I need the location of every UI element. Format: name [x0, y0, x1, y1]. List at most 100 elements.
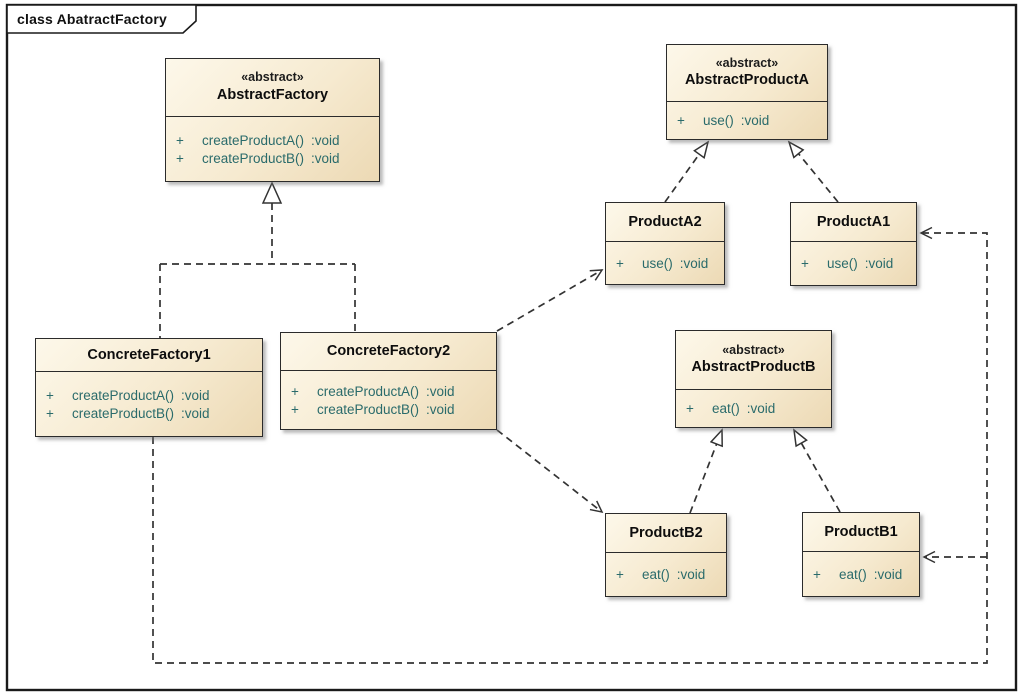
- class-header: ConcreteFactory2: [281, 333, 496, 371]
- operation-signature: createProductA(): [202, 132, 305, 148]
- visibility-symbol: +: [677, 113, 685, 128]
- operation-row: +createProductA():void: [172, 133, 373, 148]
- class-box-abstractproducta[interactable]: «abstract» AbstractProductA + use() :void: [666, 44, 828, 140]
- class-operations: + eat() :void: [803, 552, 919, 596]
- class-box-abstractproductb[interactable]: «abstract» AbstractProductB + eat() :void: [675, 330, 832, 428]
- operation-return: :void: [426, 401, 455, 417]
- class-name: ProductB2: [629, 524, 703, 541]
- realization-concretefactories-abstractfactory[interactable]: [159, 181, 356, 338]
- operation-row: + createProductB() :void: [287, 402, 490, 417]
- realization-producta1-abstractproducta[interactable]: [789, 142, 839, 203]
- class-operations: + createProductA() :void + createProductB()…: [166, 117, 379, 181]
- frame-title: class AbatractFactory: [17, 11, 167, 27]
- class-operations: + use() :void: [791, 242, 916, 285]
- operation-signature: createProductA(): [72, 387, 175, 403]
- operation-signature: createProductB(): [317, 401, 420, 417]
- class-name: AbstractProductB: [691, 359, 816, 376]
- class-box-producta2[interactable]: ProductA2 + use() :void: [605, 202, 725, 285]
- frame-title-tab-shape: [6, 4, 197, 34]
- realization-productb2-abstractproductb[interactable]: [689, 430, 722, 514]
- visibility-symbol: +: [46, 405, 54, 421]
- operation-return: :void: [181, 405, 210, 421]
- class-operations: + use() :void: [667, 102, 827, 139]
- operation-signature: createProductB(): [202, 150, 305, 166]
- dependency-concretefactory2-producta2[interactable]: [496, 269, 604, 332]
- class-header: ProductA2: [606, 203, 724, 242]
- operation-signature: createProductB(): [72, 405, 175, 421]
- class-header: ProductA1: [791, 203, 916, 242]
- hollow-triangle-arrowhead: [261, 181, 283, 204]
- dependency-concretefactory1-producta1[interactable]: [152, 226, 988, 664]
- class-name: ProductA2: [628, 213, 702, 230]
- operation-signature: use(): [827, 256, 858, 271]
- class-box-productb1[interactable]: ProductB1 + eat() :void: [802, 512, 920, 597]
- class-header: ProductB2: [606, 514, 726, 553]
- class-box-abstractfactory[interactable]: «abstract» AbstractFactory + createProduc…: [165, 58, 380, 182]
- operation-return: :void: [746, 401, 776, 416]
- operation-row: + createProductB() :void: [172, 151, 373, 166]
- class-name: ProductB1: [824, 523, 898, 540]
- operation-row: + use() :void: [612, 256, 718, 271]
- class-name: AbstractProductA: [684, 72, 810, 89]
- operation-signature: use(): [642, 255, 673, 271]
- class-box-productb2[interactable]: ProductB2 + eat() :void: [605, 513, 727, 597]
- class-header: ConcreteFactory1: [36, 339, 262, 372]
- class-operations: + createProductA() :void + createProductB()…: [36, 372, 262, 436]
- operation-signature: use(): [703, 113, 734, 128]
- operation-return: :void: [740, 113, 770, 128]
- operation-row: + createProductB() :void: [42, 406, 256, 421]
- operation-row: + eat() :void: [612, 567, 720, 582]
- class-box-producta1[interactable]: ProductA1 + use() :void: [790, 202, 917, 286]
- stereotype-label: «abstract»: [722, 342, 785, 357]
- operation-signature: eat(): [839, 566, 867, 582]
- operation-signature: createProductA(): [317, 383, 420, 399]
- operation-return: :void: [311, 150, 340, 166]
- operation-return: :void: [181, 387, 210, 403]
- visibility-symbol: +: [616, 255, 624, 271]
- visibility-symbol: +: [801, 256, 809, 271]
- class-operations: + eat() :void: [606, 553, 726, 596]
- diagram-frame-border: [5, 3, 1018, 692]
- visibility-symbol: +: [686, 401, 694, 416]
- class-name: AbstractFactory: [216, 86, 329, 103]
- class-box-concretefactory2[interactable]: ConcreteFactory2 + createProductA() :void …: [280, 332, 497, 430]
- operation-row: + createProductA() :void: [42, 388, 256, 403]
- dependency-concretefactory2-productb2[interactable]: [496, 429, 604, 514]
- class-operations: + createProductA() :void + createProductB()…: [281, 371, 496, 429]
- operation-return: :void: [864, 256, 894, 271]
- class-name: ConcreteFactory1: [87, 346, 211, 363]
- stereotype-label: «abstract»: [241, 70, 304, 85]
- operation-signature: eat(): [642, 567, 670, 582]
- class-operations: + eat() :void: [676, 390, 831, 427]
- operation-return: :void: [311, 132, 340, 148]
- operation-row: + eat() :void: [809, 567, 913, 582]
- visibility-symbol: +: [291, 383, 299, 399]
- visibility-symbol: +: [46, 387, 54, 403]
- operation-row: + use() :void: [673, 113, 821, 128]
- class-name: ConcreteFactory2: [326, 343, 451, 360]
- class-header: ProductB1: [803, 513, 919, 552]
- operation-signature: eat(): [712, 401, 740, 416]
- class-name: ProductA1: [816, 213, 891, 230]
- visibility-symbol: +: [616, 567, 624, 582]
- visibility-symbol: +: [813, 566, 821, 582]
- realization-producta2-abstractproducta[interactable]: [664, 142, 708, 203]
- operation-row: + use() :void: [797, 256, 910, 271]
- class-box-concretefactory1[interactable]: ConcreteFactory1 + createProductA() :void …: [35, 338, 263, 437]
- realization-productb1-abstractproductb[interactable]: [794, 430, 841, 513]
- class-header: «abstract» AbstractProductA: [667, 45, 827, 102]
- class-header: «abstract» AbstractFactory: [166, 59, 379, 117]
- operation-return: :void: [426, 383, 455, 399]
- class-header: «abstract» AbstractProductB: [676, 331, 831, 390]
- operation-return: :void: [679, 255, 709, 271]
- stereotype-label: «abstract»: [715, 55, 779, 70]
- operation-return: :void: [873, 566, 903, 582]
- operation-row: + createProductA() :void: [287, 384, 490, 399]
- class-operations: + use() :void: [606, 242, 724, 284]
- operation-return: :void: [676, 567, 706, 582]
- operation-row: + eat() :void: [682, 401, 825, 416]
- visibility-symbol: +: [176, 150, 184, 166]
- visibility-symbol: +: [291, 401, 299, 417]
